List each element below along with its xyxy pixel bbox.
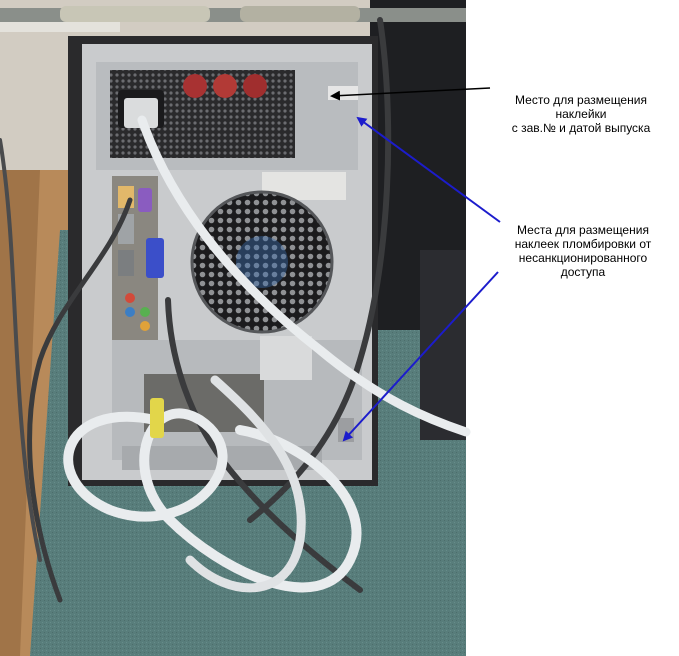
serial-label-caption: Место для размещения наклейки с зав.№ и … xyxy=(488,93,674,135)
seal-label-caption: Места для размещения наклеек пломбировки… xyxy=(488,223,678,279)
serial-label-spot xyxy=(328,86,358,100)
serial-label-line-2: наклейки xyxy=(555,107,607,121)
case-fan xyxy=(192,192,332,332)
arrow-seal-bottom xyxy=(342,271,499,442)
serial-label-line-3: с зав.№ и датой выпуска xyxy=(511,121,651,135)
arrow-seal-top xyxy=(356,116,501,223)
connector-purple xyxy=(138,188,152,212)
seal-label-line-3: несанкционированного xyxy=(518,251,648,265)
cables xyxy=(0,17,471,603)
seal-label-line-4: доступа xyxy=(560,265,606,279)
top-cables xyxy=(0,6,466,32)
connector-blue xyxy=(146,238,164,278)
arrow-serial-label xyxy=(330,87,491,101)
seal-label-line-2: наклеек пломбировки от xyxy=(514,237,652,251)
seal-label-line-1: Места для размещения xyxy=(517,223,649,237)
serial-label-line-1: Место для размещения xyxy=(515,93,647,107)
